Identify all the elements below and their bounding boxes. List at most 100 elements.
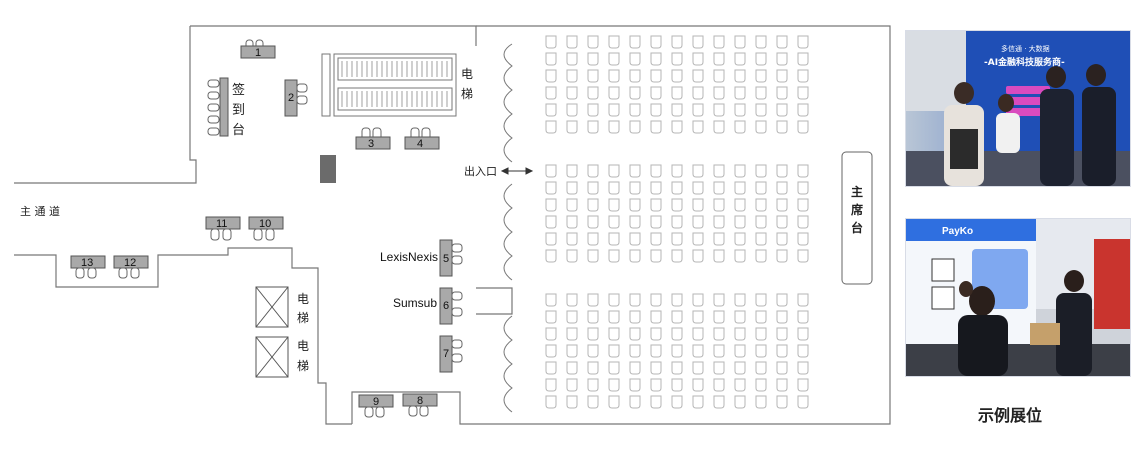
seat — [734, 378, 746, 392]
seat — [797, 249, 809, 263]
seat — [692, 181, 704, 195]
seat — [734, 86, 746, 100]
seat — [608, 86, 620, 100]
main-stage-label-2: 席 — [851, 202, 863, 217]
seat — [587, 232, 599, 246]
seat — [587, 120, 599, 134]
seat — [608, 378, 620, 392]
seat — [629, 120, 641, 134]
seat — [608, 327, 620, 341]
seat — [587, 86, 599, 100]
seat — [650, 378, 662, 392]
seat — [671, 310, 683, 324]
booth-number: 13 — [81, 257, 93, 269]
seat — [545, 164, 557, 178]
seat — [671, 361, 683, 375]
seat — [566, 344, 578, 358]
seat — [755, 35, 767, 49]
seat — [755, 103, 767, 117]
seat — [692, 35, 704, 49]
sponsor-lexisnexis: LexisNexis — [380, 250, 438, 264]
seat — [608, 249, 620, 263]
seat — [755, 395, 767, 409]
seat — [797, 327, 809, 341]
seat — [587, 198, 599, 212]
walls — [14, 25, 891, 425]
seat — [713, 35, 725, 49]
seat — [545, 103, 557, 117]
seat — [587, 327, 599, 341]
seat — [629, 103, 641, 117]
seat — [713, 86, 725, 100]
seat — [608, 293, 620, 307]
seat — [776, 198, 788, 212]
seat — [629, 69, 641, 83]
seat — [734, 215, 746, 229]
booth-number: 3 — [368, 138, 374, 150]
seat — [713, 69, 725, 83]
seat — [587, 310, 599, 324]
seat — [650, 395, 662, 409]
seat — [755, 120, 767, 134]
booth-9: 9 — [358, 394, 394, 418]
seat — [671, 198, 683, 212]
seat — [587, 35, 599, 49]
main-stage-label-1: 主 — [851, 184, 863, 199]
seat — [608, 103, 620, 117]
seat — [713, 215, 725, 229]
seat — [608, 344, 620, 358]
booth-number: 10 — [259, 218, 271, 230]
seat — [671, 249, 683, 263]
seat — [692, 52, 704, 66]
seat — [692, 249, 704, 263]
seat — [566, 120, 578, 134]
seat — [713, 378, 725, 392]
seat — [692, 310, 704, 324]
sponsor-sumsub: Sumsub — [393, 296, 437, 310]
seat — [776, 249, 788, 263]
seat — [629, 232, 641, 246]
elevator-left-a-label-2: 梯 — [297, 311, 309, 325]
seat — [797, 164, 809, 178]
seat — [776, 344, 788, 358]
seat — [734, 249, 746, 263]
photo-2-brand-text: PayKo — [942, 226, 973, 237]
seat — [692, 69, 704, 83]
seat — [692, 327, 704, 341]
seat — [545, 378, 557, 392]
seat — [671, 395, 683, 409]
main-stage — [841, 151, 873, 285]
seat — [734, 327, 746, 341]
seat — [608, 164, 620, 178]
elevator-left-a-label-1: 电 — [297, 292, 309, 306]
booth-4: 4 — [404, 127, 440, 150]
seat — [671, 164, 683, 178]
seat — [545, 327, 557, 341]
seat — [587, 52, 599, 66]
seat — [713, 361, 725, 375]
seat — [650, 327, 662, 341]
seat — [755, 361, 767, 375]
seat — [608, 120, 620, 134]
seat — [629, 181, 641, 195]
seat — [587, 293, 599, 307]
seat — [545, 198, 557, 212]
seat — [713, 52, 725, 66]
seat — [755, 293, 767, 307]
seat — [671, 35, 683, 49]
seat — [776, 232, 788, 246]
seat — [755, 86, 767, 100]
seat — [755, 378, 767, 392]
seat — [587, 181, 599, 195]
seat — [797, 103, 809, 117]
booth-number: 9 — [373, 396, 379, 408]
seat — [629, 215, 641, 229]
booth-2: 2 — [284, 79, 308, 117]
booth-number: 2 — [288, 92, 294, 104]
seat — [776, 35, 788, 49]
seat — [713, 103, 725, 117]
seat — [545, 310, 557, 324]
booth-number: 7 — [443, 348, 449, 360]
seat — [650, 103, 662, 117]
checkin-label-3: 台 — [232, 123, 245, 138]
